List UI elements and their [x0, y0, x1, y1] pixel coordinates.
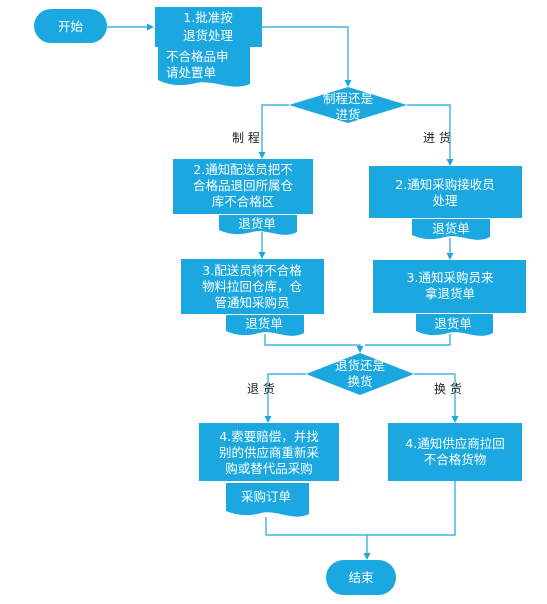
right4-line1: 4.通知供应商拉回 — [405, 436, 504, 451]
step1-line2: 退货处理 — [183, 28, 234, 43]
left4-line1: 4.索要赔偿，并找 — [219, 429, 319, 444]
left4-line3: 购或替代品采购 — [225, 461, 313, 476]
right3-box — [373, 260, 526, 313]
connectors — [107, 23, 459, 560]
right3-line2: 拿退货单 — [425, 286, 475, 301]
left2-doc-label: 退货单 — [238, 216, 276, 231]
right2-document — [412, 219, 490, 240]
start-label: 开始 — [58, 19, 84, 34]
end-node — [326, 560, 396, 595]
right3-doc-label: 退货单 — [434, 316, 472, 331]
end-label: 结束 — [348, 570, 374, 585]
decision2-diamond — [306, 353, 414, 395]
decision2-line1: 退货还是 — [335, 358, 386, 373]
decision2-left-label: 退 货 — [247, 381, 275, 396]
line-right3-to-decision2 — [365, 334, 451, 346]
right2-box — [369, 166, 522, 218]
left4-box — [199, 423, 339, 481]
right4-box — [388, 423, 522, 481]
left4-line2: 别的供应商重新采 — [219, 445, 320, 460]
left2-document — [219, 215, 297, 235]
arrow-step1-to-decision1 — [262, 26, 349, 80]
decision2-line2: 换货 — [347, 374, 372, 389]
line-right4-to-end — [366, 481, 456, 553]
step1-line1: 1.批准按 — [183, 10, 232, 25]
decision1-line2: 进货 — [335, 107, 360, 122]
left3-line1: 3.配送员将不合格 — [202, 263, 302, 278]
line-left4-to-end — [265, 517, 367, 536]
left3-doc-label: 退货单 — [245, 316, 283, 331]
right2-line1: 2.通知采购接收员 — [395, 177, 494, 192]
line-decision1-left — [261, 104, 289, 152]
left4-document — [226, 483, 309, 517]
decision1-left-label: 制 程 — [232, 130, 260, 145]
line-decision2-left — [267, 373, 306, 416]
decision1-line1: 制程还是 — [323, 91, 374, 106]
left2-line2: 合格品退回所属仓 — [193, 178, 294, 193]
right3-line1: 3.通知采购员来 — [407, 270, 494, 285]
step1-box — [155, 7, 262, 47]
left4-doc-label: 采购订单 — [241, 489, 291, 504]
step1-doc-line1: 不合格品申 — [166, 49, 229, 64]
start-node — [34, 9, 107, 43]
right2-line2: 处理 — [432, 193, 458, 208]
step1-document — [158, 45, 250, 87]
step1-doc-line2: 请处置单 — [166, 65, 216, 80]
left2-line1: 2.通知配送员把不 — [193, 162, 292, 177]
left2-box — [173, 159, 313, 214]
right4-line2: 不合格货物 — [424, 452, 487, 467]
left2-line3: 库不合格区 — [212, 194, 275, 209]
left3-document — [226, 315, 304, 336]
left3-line3: 管通知采购员 — [214, 295, 289, 310]
line-decision2-right — [414, 373, 456, 416]
left3-line2: 物料拉回仓库，仓 — [202, 279, 303, 294]
right2-doc-label: 退货单 — [432, 221, 470, 236]
right3-document — [416, 314, 493, 336]
decision2-right-label: 换 货 — [434, 381, 462, 396]
decision1-right-label: 进 货 — [423, 130, 451, 145]
line-decision1-right — [407, 104, 451, 159]
decision1-diamond — [289, 87, 407, 123]
line-left3-to-decision2 — [264, 334, 361, 348]
left3-box — [181, 259, 324, 314]
